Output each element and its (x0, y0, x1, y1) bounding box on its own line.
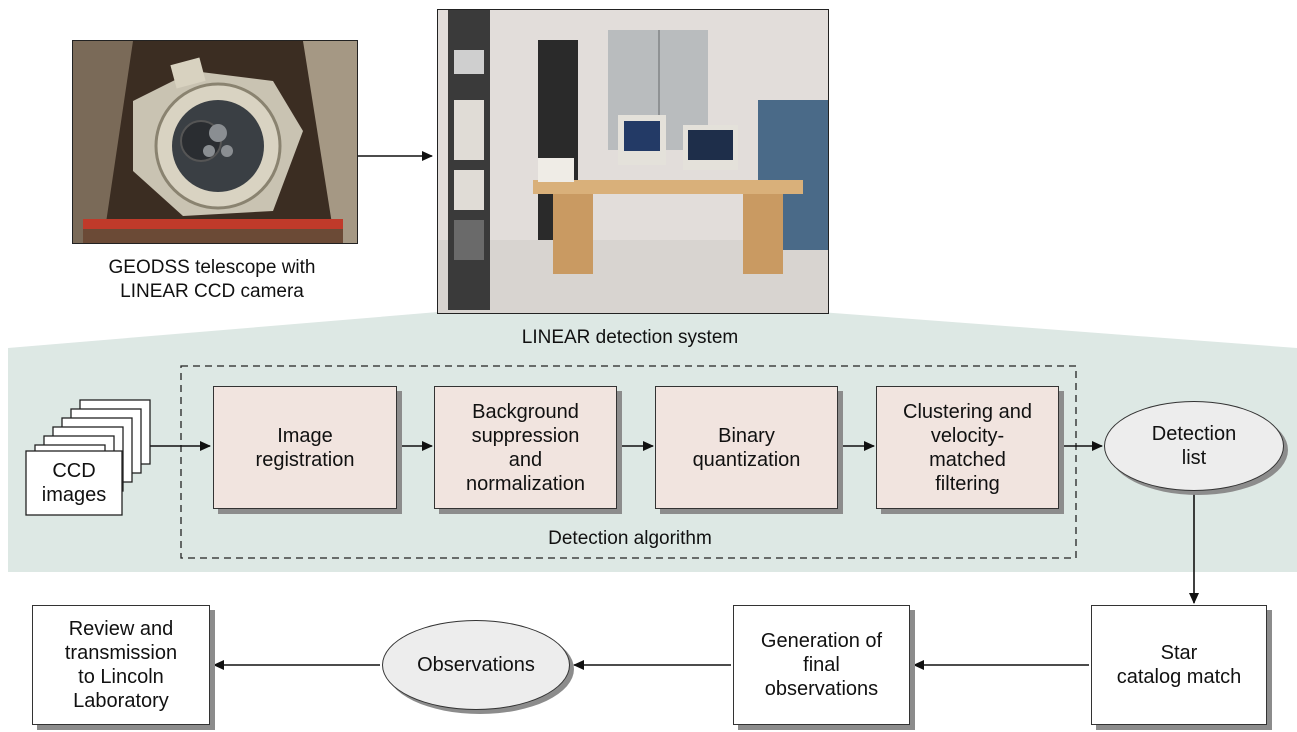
review-line3: to Lincoln (78, 666, 164, 688)
algorithm-dashed-border (180, 365, 1077, 559)
telescope-caption-line2: LINEAR CCD camera (120, 281, 304, 302)
clustering-line3: matched (929, 448, 1006, 471)
background-line4: normalization (466, 472, 585, 495)
observations-ellipse: Observations (382, 620, 570, 710)
image-registration-line2: registration (255, 448, 355, 471)
ccd-image-stack (25, 399, 151, 516)
ccd-images-line2: images (41, 484, 107, 506)
detection-list-ellipse: Detection list (1104, 401, 1284, 491)
ccd-images-line1: CCD (52, 460, 96, 482)
review-line1: Review and (68, 618, 174, 640)
detection-list-line2: list (1181, 447, 1207, 469)
background-line2: suppression (471, 424, 580, 447)
detection-list-line1: Detection (1151, 423, 1237, 445)
final-observations-line1: Generation of (760, 630, 883, 652)
review-line2: transmission (64, 642, 178, 664)
background-line3: and (508, 448, 543, 471)
clustering-line2: velocity- (930, 424, 1005, 447)
review-line4: Laboratory (73, 690, 169, 712)
star-catalog-line2: catalog match (1116, 666, 1242, 688)
ccd-images-label: CCD images (26, 451, 122, 515)
final-observations-line2: final (803, 654, 840, 676)
binary-line2: quantization (692, 448, 801, 471)
telescope-photo (72, 40, 358, 244)
review-transmission-box: Review and transmission to Lincoln Labor… (32, 605, 210, 725)
background-suppression-box: Background suppression and normalization (434, 386, 617, 509)
telescope-caption-line1: GEODSS telescope with (108, 257, 316, 278)
detection-system-label: LINEAR detection system (521, 327, 739, 348)
clustering-filtering-box: Clustering and velocity- matched filteri… (876, 386, 1059, 509)
observations-label: Observations (417, 654, 535, 676)
detection-algorithm-label: Detection algorithm (548, 528, 712, 549)
star-catalog-line1: Star (1160, 642, 1198, 664)
image-registration-box: Image registration (213, 386, 397, 509)
clustering-line1: Clustering and (903, 400, 1032, 423)
final-observations-box: Generation of final observations (733, 605, 910, 725)
image-registration-line1: Image (277, 424, 333, 447)
clustering-line4: filtering (935, 472, 1000, 495)
final-observations-line3: observations (764, 678, 879, 700)
detection-system-photo (437, 9, 829, 314)
telescope-caption: GEODSS telescope with LINEAR CCD camera (62, 256, 362, 304)
binary-line1: Binary (718, 424, 775, 447)
background-line1: Background (472, 400, 579, 423)
binary-quantization-box: Binary quantization (655, 386, 838, 509)
star-catalog-box: Star catalog match (1091, 605, 1267, 725)
